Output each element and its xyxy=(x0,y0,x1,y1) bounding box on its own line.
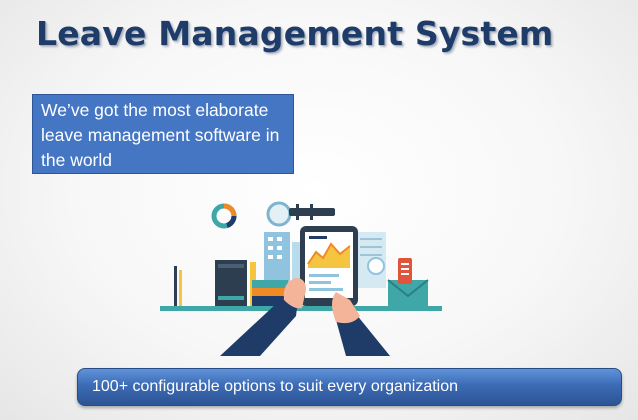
tablet-icon xyxy=(300,226,358,306)
hands xyxy=(220,278,390,356)
magnifier-icon xyxy=(266,201,335,227)
document-icon xyxy=(367,257,412,284)
illustration xyxy=(160,201,442,356)
donut-chart-icon xyxy=(211,203,237,229)
envelope-icon xyxy=(387,279,429,306)
tagline-box: We’ve got the most elaborate leave manag… xyxy=(32,94,294,174)
shelf xyxy=(160,306,442,311)
pencils-icon xyxy=(174,266,182,306)
slide-title: Leave Management System xyxy=(36,14,554,53)
books-icon xyxy=(215,260,288,306)
features-banner: 100+ configurable options to suit every … xyxy=(77,368,622,406)
